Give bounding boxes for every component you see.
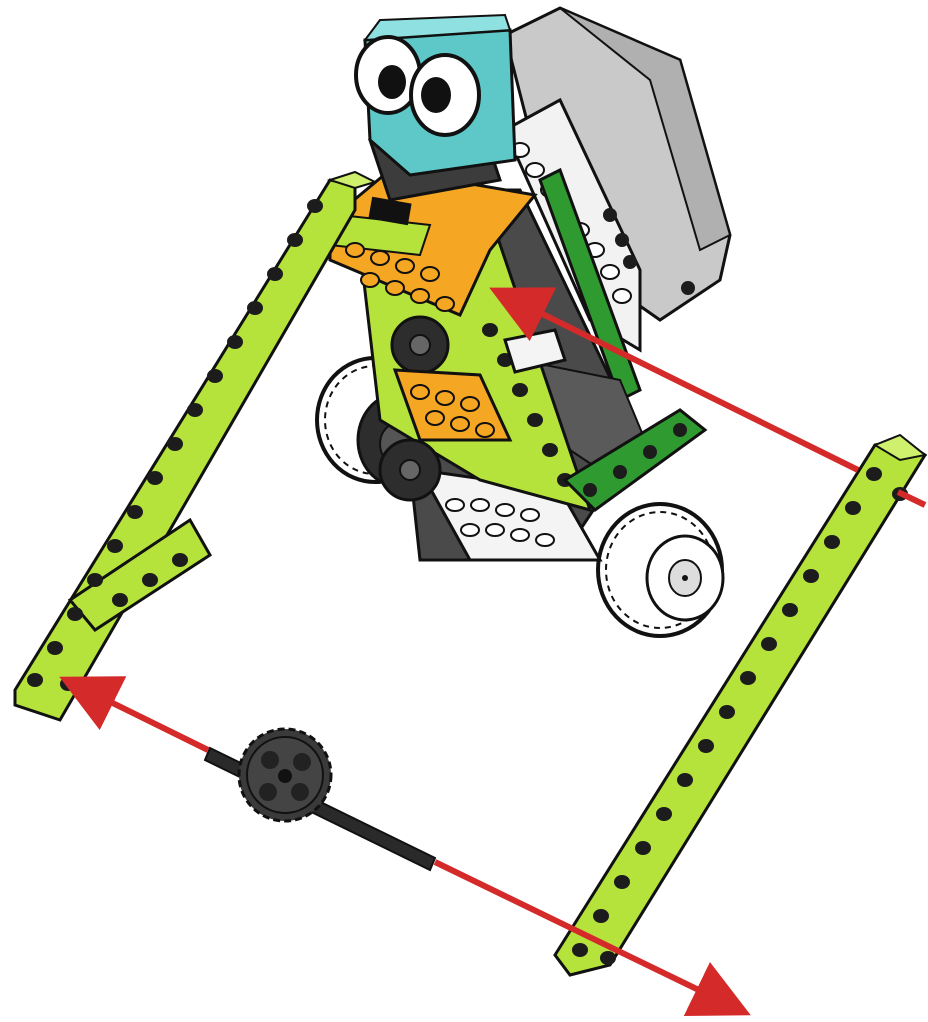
lower-gear xyxy=(380,440,440,500)
front-right-wheel xyxy=(598,504,723,636)
gear-24-tooth xyxy=(239,729,331,821)
small-gear xyxy=(392,317,448,373)
arrow-axle-out-right xyxy=(435,862,740,1010)
lime-technic-beam-right xyxy=(555,435,925,975)
assembled-robot-model xyxy=(317,8,730,636)
arrow-axle-to-left-beam xyxy=(70,682,208,750)
